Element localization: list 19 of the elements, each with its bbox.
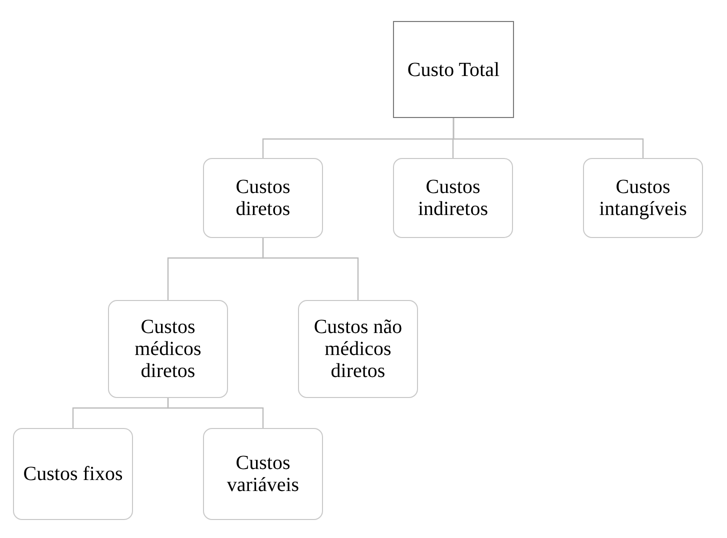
category-box <box>108 300 228 398</box>
category-box <box>203 158 323 238</box>
node-label: Custo Total <box>407 58 500 80</box>
category-box <box>298 300 418 398</box>
category-box <box>393 158 513 238</box>
node-label: Custos indiretos <box>417 176 489 220</box>
connector-line <box>262 238 359 300</box>
connector-line <box>167 398 264 428</box>
node-label: Custos diretos <box>234 176 292 220</box>
node-label: Custos não médicos diretos <box>312 316 404 382</box>
connector-line <box>452 118 644 158</box>
node-label: Custos variáveis <box>226 452 300 496</box>
category-box <box>583 158 703 238</box>
node-label: Custos intangíveis <box>598 176 688 220</box>
node-label: Custos médicos diretos <box>134 316 202 382</box>
node-label: Custos fixos <box>23 463 123 485</box>
category-box <box>203 428 323 520</box>
root-box <box>393 21 514 118</box>
category-box <box>13 428 133 520</box>
